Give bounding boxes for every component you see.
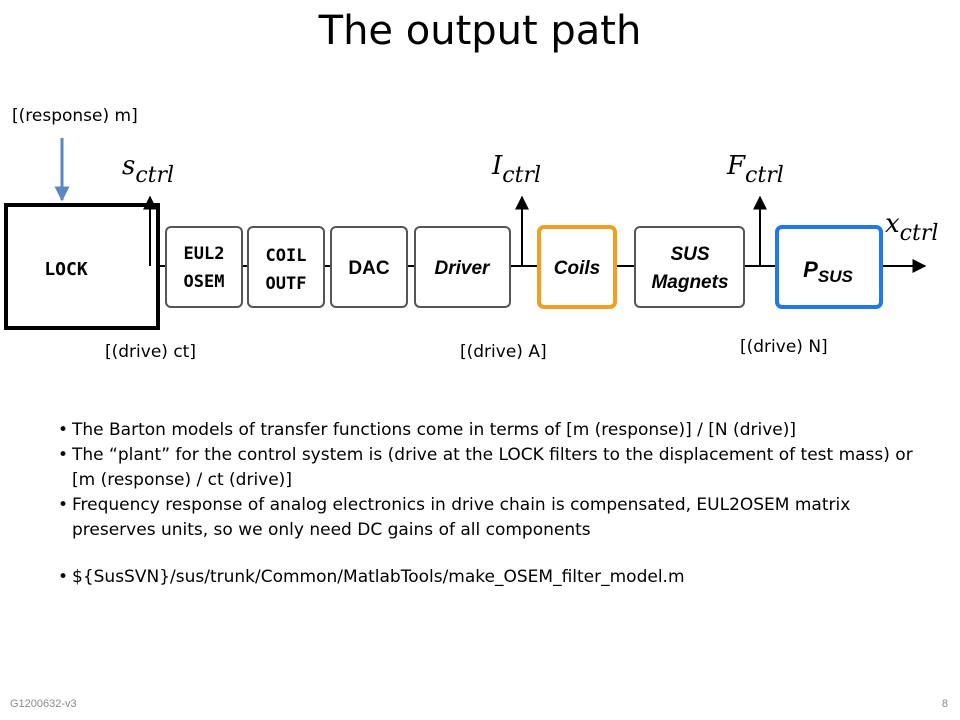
bullet-item: Frequency response of analog electronics… — [58, 493, 938, 543]
x-ctrl-main: x — [885, 209, 900, 239]
f-ctrl-main: F — [726, 151, 746, 181]
svg-text:Fctrl: Fctrl — [726, 151, 784, 188]
svg-text:xctrl: xctrl — [885, 209, 938, 246]
coils-label: Coils — [554, 258, 600, 279]
sus-magnets-line1: SUS — [670, 244, 709, 265]
page-number: 8 — [941, 698, 948, 710]
bullet-list: The Barton models of transfer functions … — [58, 418, 938, 590]
dac-block: DAC — [330, 226, 408, 308]
bullet-item: The Barton models of transfer functions … — [58, 418, 938, 443]
eul2osem-block: EUL2 OSEM — [165, 226, 243, 308]
sus-magnets-line2: Magnets — [651, 272, 728, 293]
psus-block: PSUS — [775, 225, 883, 309]
sus-magnets-block: SUS Magnets — [634, 226, 745, 308]
drive-a-label: [(drive) A] — [460, 342, 547, 362]
bullet-item: The “plant” for the control system is (d… — [58, 443, 938, 493]
svg-text:Ictrl: Ictrl — [491, 151, 541, 188]
svg-text:sctrl: sctrl — [122, 151, 174, 188]
document-id: G1200632-v3 — [10, 698, 77, 710]
i-ctrl-sub: ctrl — [502, 163, 541, 188]
coil-outf-line1: COIL — [266, 246, 307, 266]
i-ctrl-main: I — [491, 151, 503, 181]
lock-block: LOCK — [4, 203, 160, 330]
driver-block: Driver — [414, 226, 511, 308]
lock-label: LOCK — [44, 259, 88, 280]
drive-n-label: [(drive) N] — [740, 337, 828, 357]
page-title: The output path — [318, 8, 642, 54]
output-path-diagram: LOCK EUL2 OSEM COIL OUTF DAC Driver Coil… — [4, 138, 938, 330]
eul2osem-line2: OSEM — [184, 272, 225, 292]
driver-label: Driver — [435, 258, 492, 279]
dac-label: DAC — [348, 258, 389, 279]
s-ctrl-sub: ctrl — [135, 163, 174, 188]
x-ctrl-sub: ctrl — [900, 221, 939, 246]
psus-main: P — [803, 257, 818, 282]
bullet-item: ${SusSVN}/sus/trunk/Common/MatlabTools/m… — [58, 565, 938, 590]
coil-outf-block: COIL OUTF — [247, 226, 325, 308]
response-units-label: [(response) m] — [12, 106, 138, 126]
coils-block: Coils — [537, 225, 617, 309]
psus-sub: SUS — [818, 267, 854, 286]
coil-outf-line2: OUTF — [266, 274, 307, 294]
eul2osem-line1: EUL2 — [184, 244, 225, 264]
s-ctrl-main: s — [122, 151, 135, 181]
svg-text:PSUS: PSUS — [803, 257, 853, 286]
drive-ct-label: [(drive) ct] — [105, 342, 196, 362]
f-ctrl-sub: ctrl — [745, 163, 784, 188]
